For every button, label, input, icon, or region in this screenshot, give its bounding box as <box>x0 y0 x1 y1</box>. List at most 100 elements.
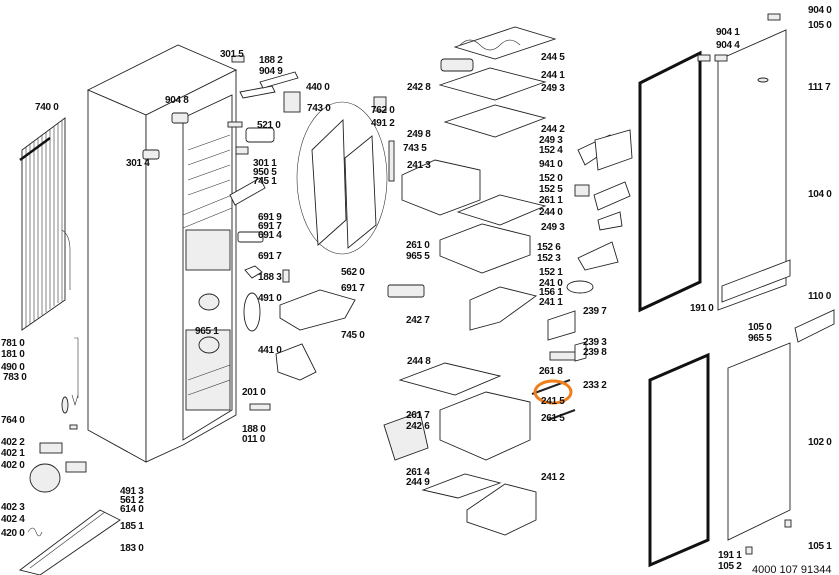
part-label-7620: 762 0 <box>371 105 395 116</box>
part-label-1521: 152 1 <box>539 267 563 278</box>
part-label-1830: 183 0 <box>120 543 144 554</box>
part-label-2611: 261 1 <box>539 195 563 206</box>
doors <box>638 13 835 568</box>
highlight-circle <box>533 379 573 405</box>
part-label-1810: 181 0 <box>1 349 25 360</box>
part-label-5620: 562 0 <box>341 267 365 278</box>
part-label-1524: 152 4 <box>539 145 563 156</box>
part-label-3011: 301 1 <box>253 158 277 169</box>
part-label-2442: 244 2 <box>541 124 565 135</box>
part-label-2411: 241 1 <box>539 297 563 308</box>
part-label-2449: 244 9 <box>406 477 430 488</box>
part-label-7830: 783 0 <box>3 372 27 383</box>
part-label-5612: 561 2 <box>120 495 144 506</box>
part-label-1117: 111 7 <box>808 82 831 93</box>
part-label-6914: 691 4 <box>258 230 282 241</box>
part-label-6919: 691 9 <box>258 212 282 223</box>
part-label-7430: 743 0 <box>307 103 331 114</box>
part-label-2398: 239 8 <box>583 347 607 358</box>
part-label-2498: 249 8 <box>407 129 431 140</box>
part-label-1051: 105 1 <box>808 541 832 552</box>
part-label-7810: 781 0 <box>1 338 25 349</box>
part-label-2410: 241 0 <box>539 278 563 289</box>
part-label-2426: 242 6 <box>406 421 430 432</box>
part-label-7450: 745 0 <box>341 330 365 341</box>
part-label-2428: 242 8 <box>407 82 431 93</box>
part-label-2445: 244 5 <box>541 52 565 63</box>
part-label-9410: 941 0 <box>539 159 563 170</box>
part-label-6917: 691 7 <box>258 251 282 262</box>
part-label-2617: 261 7 <box>406 410 430 421</box>
control-parts <box>229 55 301 243</box>
part-label-9505: 950 5 <box>253 167 277 178</box>
part-label-2427: 242 7 <box>406 315 430 326</box>
part-label-1040: 104 0 <box>808 189 832 200</box>
part-label-4023: 402 3 <box>1 502 25 513</box>
part-label-6917: 691 7 <box>258 221 282 232</box>
part-label-6917: 691 7 <box>341 283 365 294</box>
part-label-1020: 102 0 <box>808 437 832 448</box>
part-label-4913: 491 3 <box>120 486 144 497</box>
part-label-2610: 261 0 <box>406 240 430 251</box>
part-label-7451: 745 1 <box>253 176 277 187</box>
part-label-2397: 239 7 <box>583 306 607 317</box>
part-label-2332: 233 2 <box>583 380 607 391</box>
part-label-2441: 244 1 <box>541 70 565 81</box>
part-label-2493: 249 3 <box>541 83 565 94</box>
part-label-1880: 188 0 <box>242 424 266 435</box>
part-label-4900: 490 0 <box>1 362 25 373</box>
part-label-7640: 764 0 <box>1 415 25 426</box>
part-label-4910: 491 0 <box>258 293 282 304</box>
part-label-3015: 301 5 <box>220 49 244 60</box>
part-label-4020: 402 0 <box>1 460 25 471</box>
part-label-9040: 904 0 <box>808 5 832 16</box>
part-label-1520: 152 0 <box>539 173 563 184</box>
part-label-9041: 904 1 <box>716 27 740 38</box>
part-label-9048: 904 8 <box>165 95 189 106</box>
part-label-2493: 249 3 <box>541 222 565 233</box>
part-label-4400: 440 0 <box>306 82 330 93</box>
part-label-2393: 239 3 <box>583 337 607 348</box>
part-label-1050: 105 0 <box>748 322 772 333</box>
part-label-2615: 261 5 <box>541 413 565 424</box>
shelves-and-drawers <box>383 26 587 536</box>
part-label-1050: 105 0 <box>808 20 832 31</box>
part-label-2010: 201 0 <box>242 387 266 398</box>
door-bins <box>566 129 633 294</box>
condenser-part <box>19 117 71 331</box>
control-board-cluster <box>296 96 395 255</box>
part-label-4912: 491 2 <box>371 118 395 129</box>
part-label-3014: 301 4 <box>126 158 150 169</box>
part-label-1883: 188 3 <box>258 272 282 283</box>
part-label-9044: 904 4 <box>716 40 740 51</box>
part-label-1911: 191 1 <box>718 550 742 561</box>
part-label-2412: 241 2 <box>541 472 565 483</box>
part-label-9049: 904 9 <box>259 66 283 77</box>
refrigerator-cabinet <box>86 44 243 463</box>
part-label-5210: 521 0 <box>257 120 281 131</box>
left-small-parts <box>18 337 121 575</box>
part-label-9655: 965 5 <box>406 251 430 262</box>
part-label-1525: 152 5 <box>539 184 563 195</box>
part-label-1052: 105 2 <box>718 561 742 572</box>
document-number: 4000 107 91344 <box>752 564 832 575</box>
part-label-1561: 156 1 <box>539 287 563 298</box>
part-label-7435: 743 5 <box>403 143 427 154</box>
part-label-4200: 420 0 <box>1 528 25 539</box>
part-label-9651: 965 1 <box>195 326 219 337</box>
part-label-2618: 261 8 <box>539 366 563 377</box>
evaporator-parts <box>243 265 356 411</box>
part-label-4024: 402 4 <box>1 514 25 525</box>
part-label-4410: 441 0 <box>258 345 282 356</box>
part-label-7400: 740 0 <box>35 102 59 113</box>
part-label-1882: 188 2 <box>259 55 283 66</box>
part-label-4022: 402 2 <box>1 437 25 448</box>
part-label-1526: 152 6 <box>537 242 561 253</box>
part-label-2415: 241 5 <box>541 396 565 407</box>
part-label-2448: 244 8 <box>407 356 431 367</box>
part-label-9655: 965 5 <box>748 333 772 344</box>
part-label-0110: 011 0 <box>242 434 266 445</box>
part-label-2440: 244 0 <box>539 207 563 218</box>
